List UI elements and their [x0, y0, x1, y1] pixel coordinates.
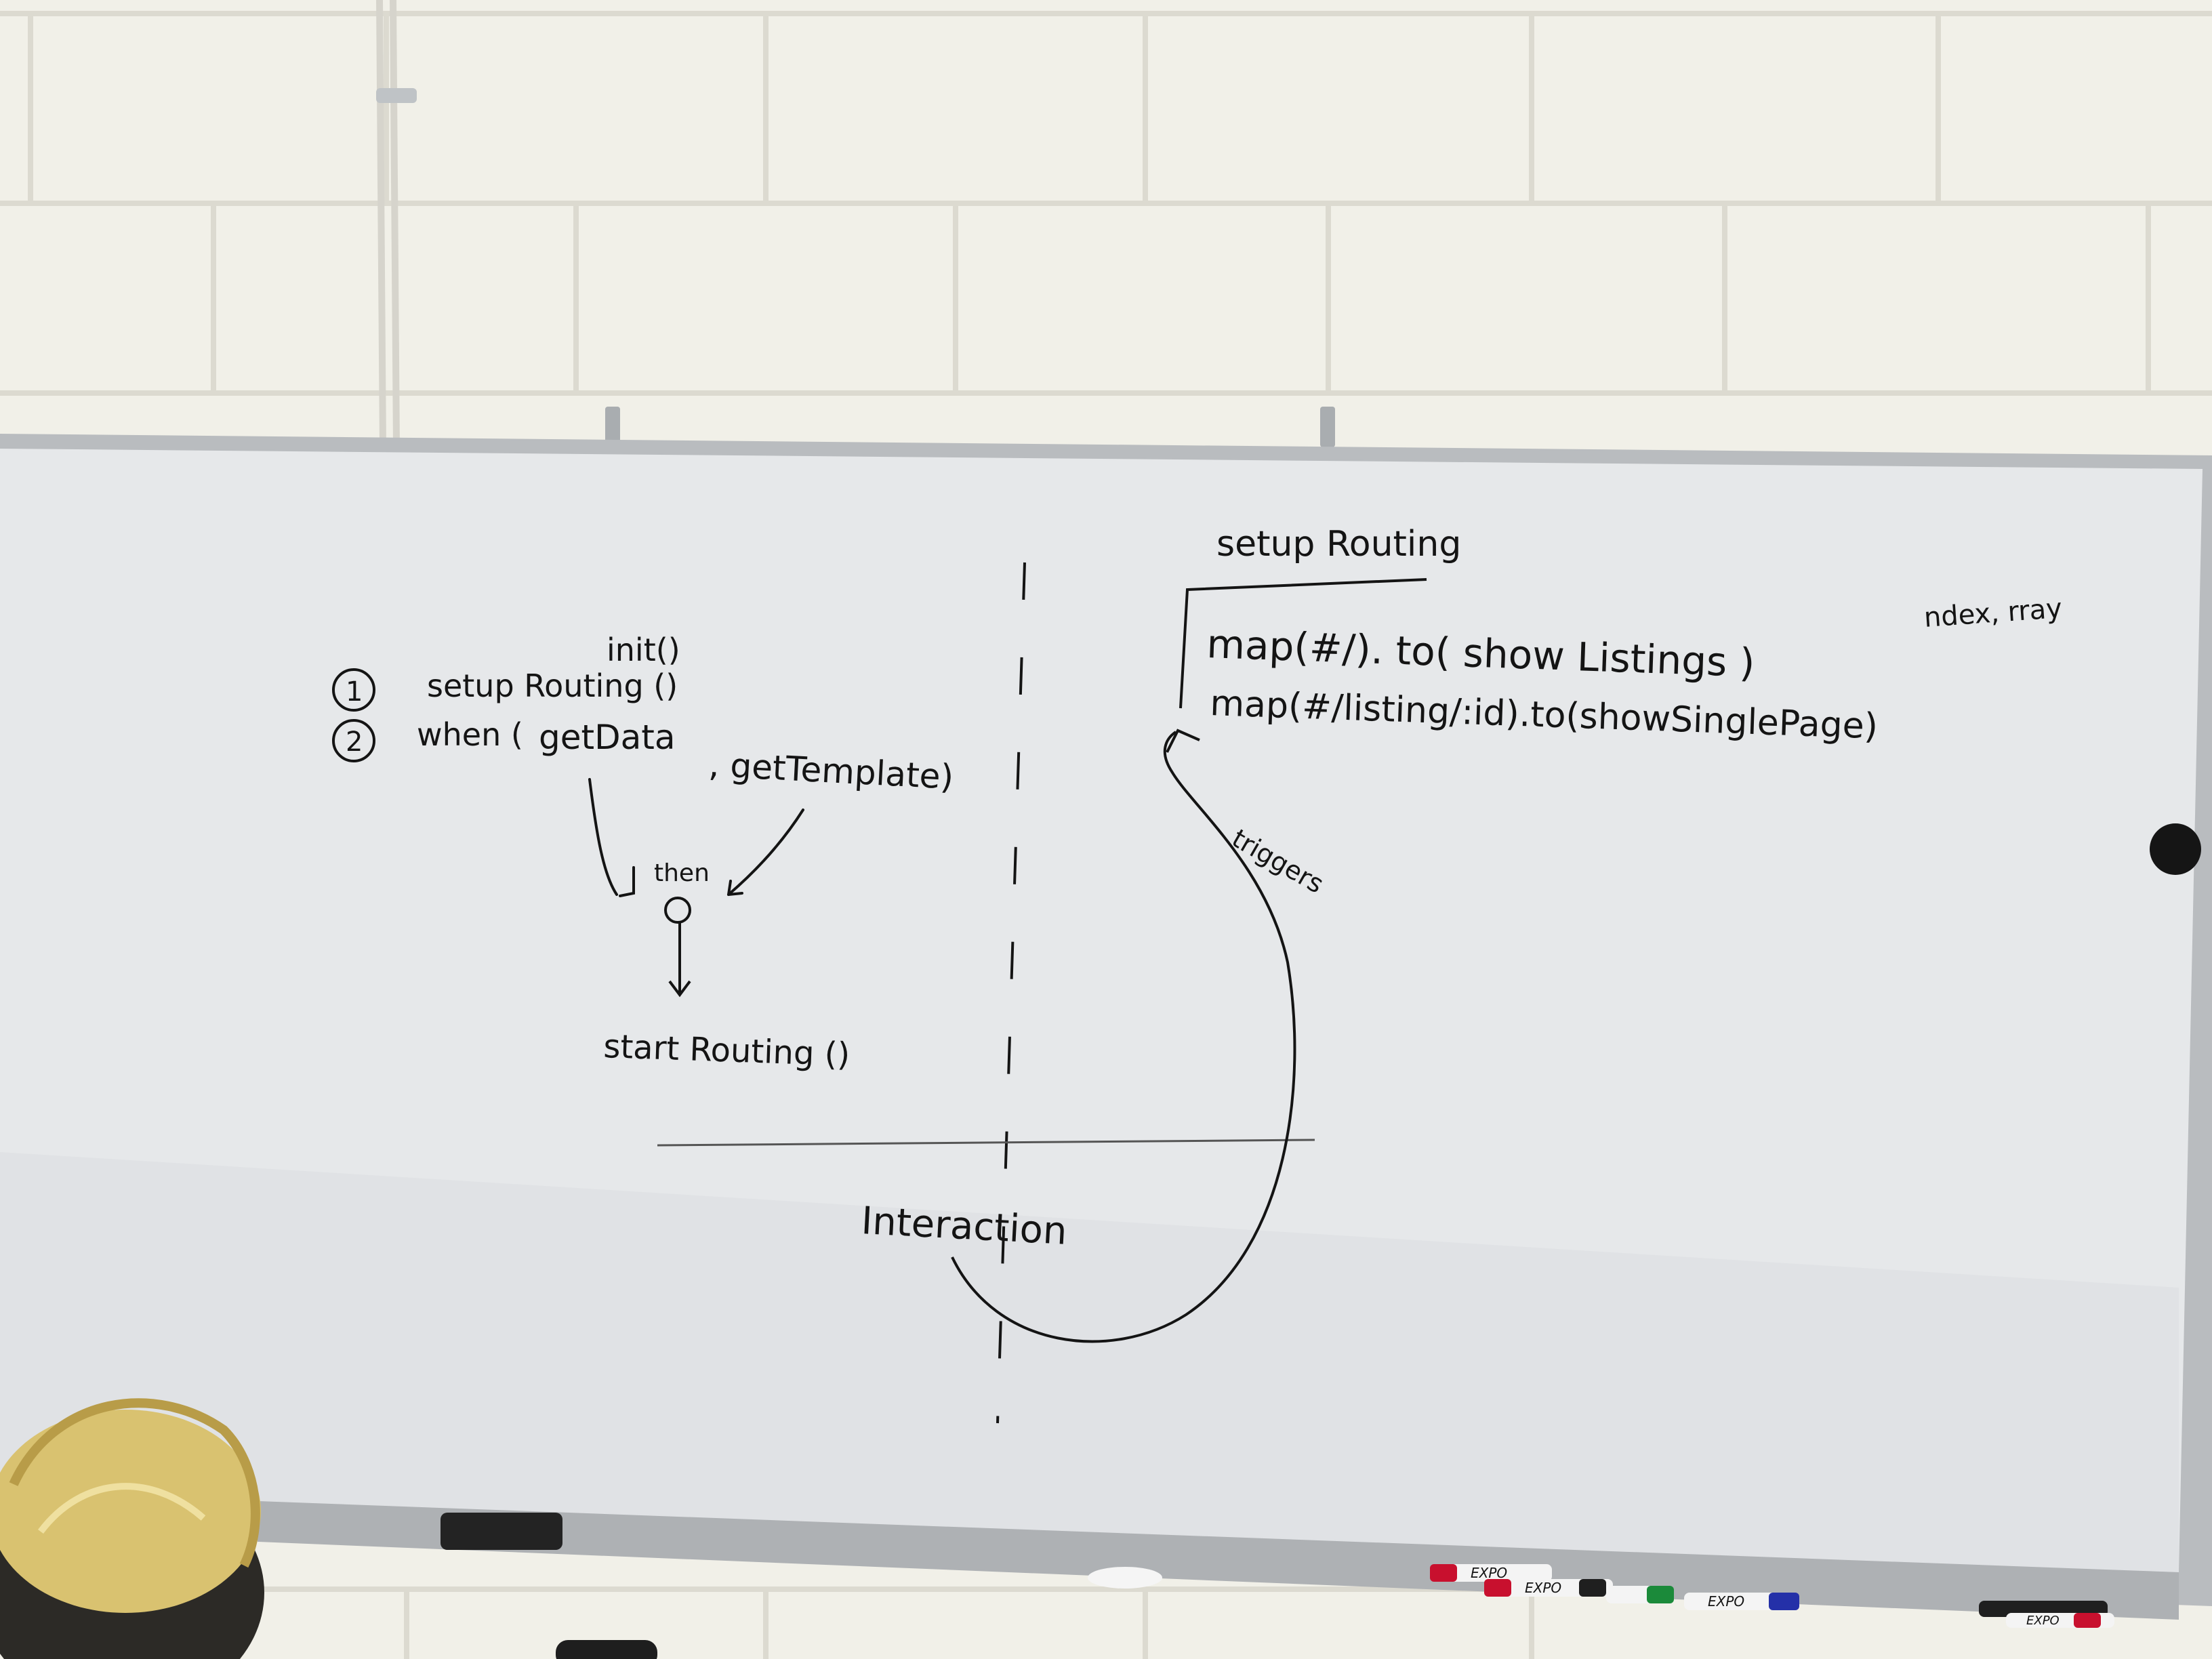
then-label: then [654, 859, 710, 887]
step-1-number: 1 [346, 676, 363, 708]
step-2-number: 2 [346, 726, 363, 758]
marker-label: EXPO [1471, 1565, 1507, 1581]
tray-paper-scrap [1088, 1567, 1162, 1589]
board-clip-left [605, 407, 620, 447]
marker-icon [1979, 1601, 2114, 1628]
promise-node [664, 897, 691, 998]
chair-top [556, 1640, 657, 1659]
magnet-icon [2150, 823, 2201, 875]
whiteboard-shade [0, 1152, 2179, 1572]
marker-label: EXPO [2026, 1614, 2060, 1628]
step-2-text: when ( [417, 716, 523, 753]
setup-routing-heading: setup Routing [1216, 524, 1461, 565]
marker-label: EXPO [1708, 1593, 1744, 1610]
then-arrows [588, 778, 804, 897]
marker-icon [1606, 1586, 1674, 1603]
marker-icon [1684, 1593, 1799, 1610]
marker-tray [258, 1501, 2179, 1620]
code-bracket [1179, 578, 1427, 709]
marker-tray-markers: EXPO EXPO EXPO EXPO [1430, 1564, 2114, 1628]
marker-icon [1484, 1579, 1613, 1597]
marker-label: EXPO [1525, 1580, 1561, 1596]
eraser-icon [441, 1513, 562, 1550]
get-data-text: getData [539, 718, 676, 757]
person-head [0, 1398, 264, 1659]
step-1-circle [332, 668, 375, 712]
interaction-text: Interaction [860, 1199, 1068, 1254]
horizontal-divider [657, 1139, 1315, 1147]
triggers-arrowhead [1166, 729, 1200, 753]
step-2-circle [332, 719, 375, 762]
start-routing-text: start Routing () [603, 1027, 851, 1074]
triggers-loop-arrow [951, 731, 1296, 1343]
cable-clip [376, 88, 417, 103]
step-1-text: setup Routing () [427, 668, 678, 704]
wall-mortar-lines [0, 11, 2212, 1659]
marker-icon [1430, 1564, 1552, 1582]
wall-cable [376, 0, 400, 448]
board-clip-right [1320, 407, 1335, 447]
init-heading: init() [607, 632, 680, 668]
